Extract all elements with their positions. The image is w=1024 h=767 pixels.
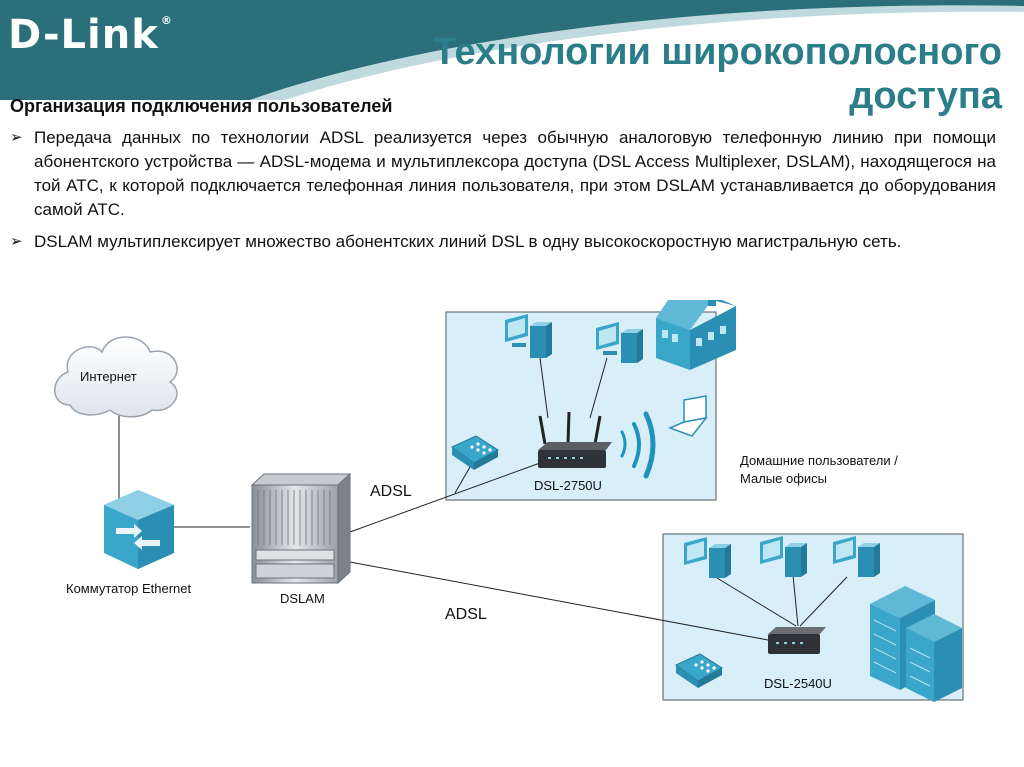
wireless-signal-icon xyxy=(620,411,656,479)
router-top-label: DSL-2750U xyxy=(534,478,602,493)
dslam-rack-icon xyxy=(250,472,352,585)
bullet-list: ➢ Передача данных по технологии ADSL реа… xyxy=(10,126,996,262)
phone-icon xyxy=(675,653,723,688)
desktop-computer-icon xyxy=(505,314,552,358)
bullet-item: ➢ DSLAM мультиплексирует множество абоне… xyxy=(10,230,996,254)
laptop-icon xyxy=(667,395,708,437)
dslam-label: DSLAM xyxy=(280,591,325,606)
desktop-computer-icon xyxy=(760,536,807,577)
bullet-item: ➢ Передача данных по технологии ADSL реа… xyxy=(10,126,996,222)
network-diagram: Интернет Коммутатор Ethernet DSLAM ADSL … xyxy=(54,300,964,702)
slide-title: Технологии широкополосного доступа xyxy=(433,31,1002,117)
arrow-bullet-icon: ➢ xyxy=(10,129,23,146)
arrow-bullet-icon: ➢ xyxy=(10,233,23,250)
desktop-computer-icon xyxy=(596,322,643,363)
internet-label: Интернет xyxy=(80,369,137,384)
desktop-computer-icon xyxy=(684,537,731,578)
home-users-label-line1: Домашние пользователи / xyxy=(740,453,898,468)
internet-cloud-icon xyxy=(54,336,178,418)
adsl-bottom-label: ADSL xyxy=(445,606,487,623)
router-bottom-label: DSL-2540U xyxy=(764,676,832,691)
router-dsl-2540u-icon xyxy=(768,627,826,654)
house-icon xyxy=(656,300,736,370)
dlink-logo: D-Link® xyxy=(8,12,173,58)
switch-label: Коммутатор Ethernet xyxy=(66,581,191,596)
desktop-computer-icon xyxy=(833,536,880,577)
ethernet-switch-icon xyxy=(104,490,174,569)
header-banner xyxy=(0,0,1024,100)
bullet-text: DSLAM мультиплексирует множество абонент… xyxy=(34,232,902,251)
phone-icon xyxy=(451,435,499,470)
router-dsl-2750u-icon xyxy=(538,411,612,468)
office-buildings-icon xyxy=(870,586,962,702)
adsl-top-label: ADSL xyxy=(370,483,412,500)
bullet-text: Передача данных по технологии ADSL реали… xyxy=(34,128,996,219)
home-users-label-line2: Малые офисы xyxy=(740,471,827,486)
section-title: Организация подключения пользователей xyxy=(10,96,393,116)
